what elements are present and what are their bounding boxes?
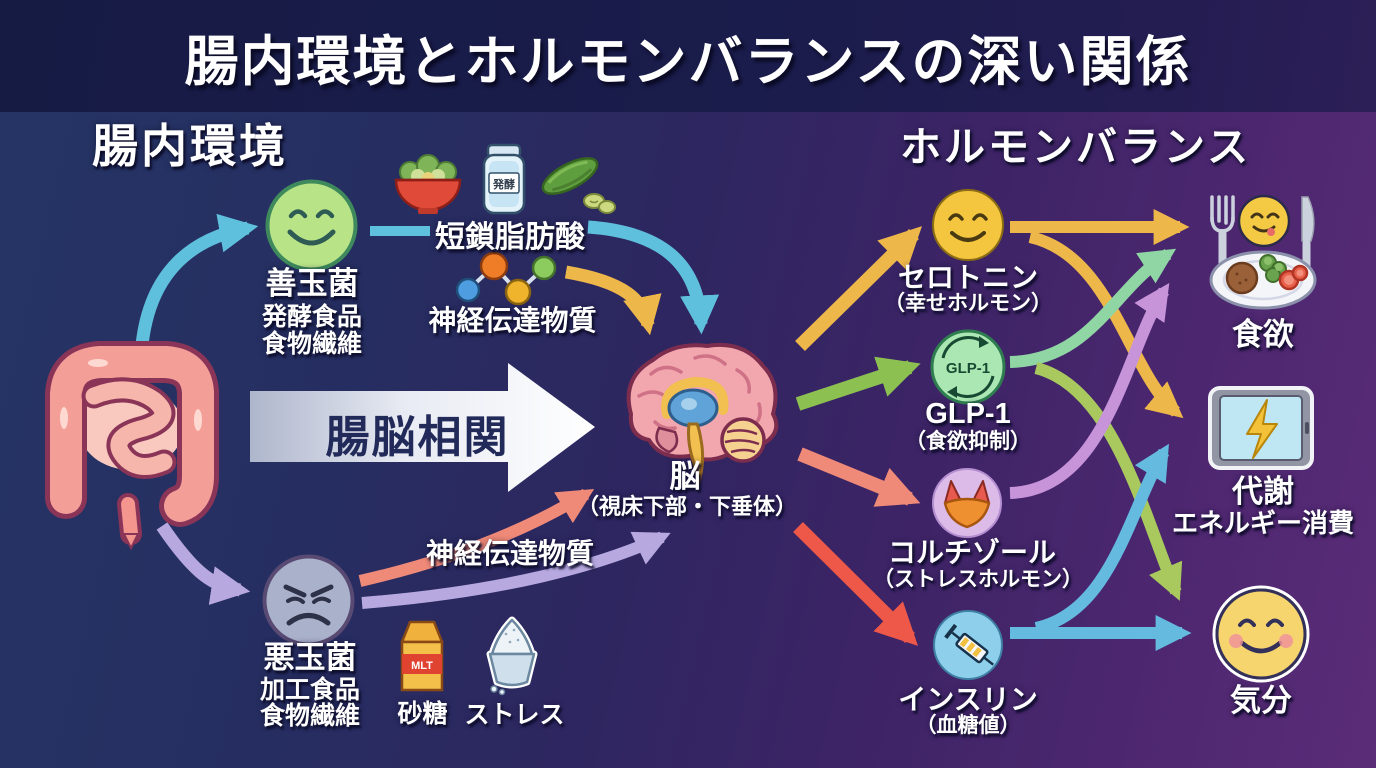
good-bacteria-sub1: 発酵食品 bbox=[261, 303, 362, 331]
neurotransmitter-bottom-label: 神経伝達物質 bbox=[425, 538, 594, 569]
arrow-serotonin-to-metabolism bbox=[1028, 231, 1184, 419]
brain-label: 脳 bbox=[669, 459, 701, 494]
bad-bacteria-sub1: 加工食品 bbox=[259, 676, 360, 704]
arrow-brain-to-cortisol bbox=[797, 447, 921, 507]
appetite-label: 食欲 bbox=[1232, 317, 1294, 352]
insulin-sub: （血糖値） bbox=[915, 714, 1021, 737]
appetite-meal-plate-icon bbox=[1196, 183, 1332, 323]
fermentation-jar-icon: 発酵 bbox=[477, 141, 531, 219]
bad-bacteria-label: 悪玉菌 bbox=[263, 640, 357, 675]
salad-bowl-icon bbox=[388, 146, 468, 220]
metabolism-sub: エネルギー消費 bbox=[1171, 508, 1354, 538]
good-bacteria-sub2: 食物繊維 bbox=[261, 330, 362, 358]
serotonin-label: セロトニン bbox=[897, 262, 1038, 293]
sugar-pile-icon bbox=[480, 614, 544, 696]
good-bacteria-label: 善玉菌 bbox=[265, 266, 359, 301]
happy-bacteria-face-icon bbox=[264, 178, 359, 273]
scfa-label: 短鎖脂肪酸 bbox=[435, 221, 585, 254]
neurotransmitter-top-label: 神経伝達物質 bbox=[428, 305, 597, 336]
main-title: 腸内環境とホルモンバランスの深い関係 bbox=[184, 31, 1192, 92]
arrow-gut-to-good-bacteria bbox=[135, 213, 259, 346]
arrow-cortisol-to-appetite bbox=[1009, 283, 1170, 499]
angry-bacteria-face-icon bbox=[261, 553, 356, 648]
brain-sub-label: （視床下部・下垂体） bbox=[577, 494, 798, 519]
mood-smiley-icon bbox=[1212, 585, 1310, 683]
cortisol-sub: （ストレスホルモン） bbox=[873, 568, 1083, 591]
insulin-label: インスリン bbox=[898, 684, 1038, 715]
milk-carton-icon: MLT bbox=[390, 616, 454, 696]
section-header-gut: 腸内環境 bbox=[92, 120, 288, 172]
cortisol-adrenal-icon bbox=[931, 467, 1003, 539]
mood-label: 気分 bbox=[1230, 683, 1292, 718]
jar-label-text: 発酵 bbox=[492, 177, 515, 191]
glp1-label: GLP-1 bbox=[925, 398, 1011, 430]
cortisol-label: コルチゾール bbox=[888, 537, 1057, 568]
sugar-label: 砂糖 bbox=[397, 700, 448, 728]
metabolism-label: 代謝 bbox=[1232, 474, 1294, 509]
serotonin-sub: （幸せホルモン） bbox=[884, 292, 1052, 315]
glp1-cycle-badge-icon: GLP-1 bbox=[929, 328, 1007, 406]
arrow-brain-to-glp1 bbox=[795, 356, 921, 411]
glp1-badge-text: GLP-1 bbox=[946, 360, 990, 377]
intestine-icon bbox=[28, 330, 233, 551]
serotonin-face-icon bbox=[930, 187, 1006, 263]
insulin-syringe-icon bbox=[932, 609, 1004, 681]
carton-label-text: MLT bbox=[411, 660, 433, 672]
arrow-scfa-to-brain bbox=[587, 220, 720, 335]
brain-icon bbox=[603, 330, 791, 488]
neurotransmitter-molecule-icon bbox=[455, 248, 562, 310]
arrow-glp1-to-mood bbox=[1034, 362, 1183, 601]
bad-bacteria-sub2: 食物繊維 bbox=[259, 702, 360, 730]
title-band: 腸内環境とホルモンバランスの深い関係 bbox=[0, 0, 1376, 112]
section-header-hormone: ホルモンバランス bbox=[900, 124, 1252, 170]
glp1-sub: （食欲抑制） bbox=[905, 430, 1031, 453]
gut-brain-axis-label: 腸脳相関 bbox=[325, 413, 510, 462]
metabolism-tablet-icon bbox=[1207, 384, 1319, 474]
pickle-beans-icon bbox=[536, 146, 618, 218]
stress-label: ストレス bbox=[464, 701, 565, 729]
